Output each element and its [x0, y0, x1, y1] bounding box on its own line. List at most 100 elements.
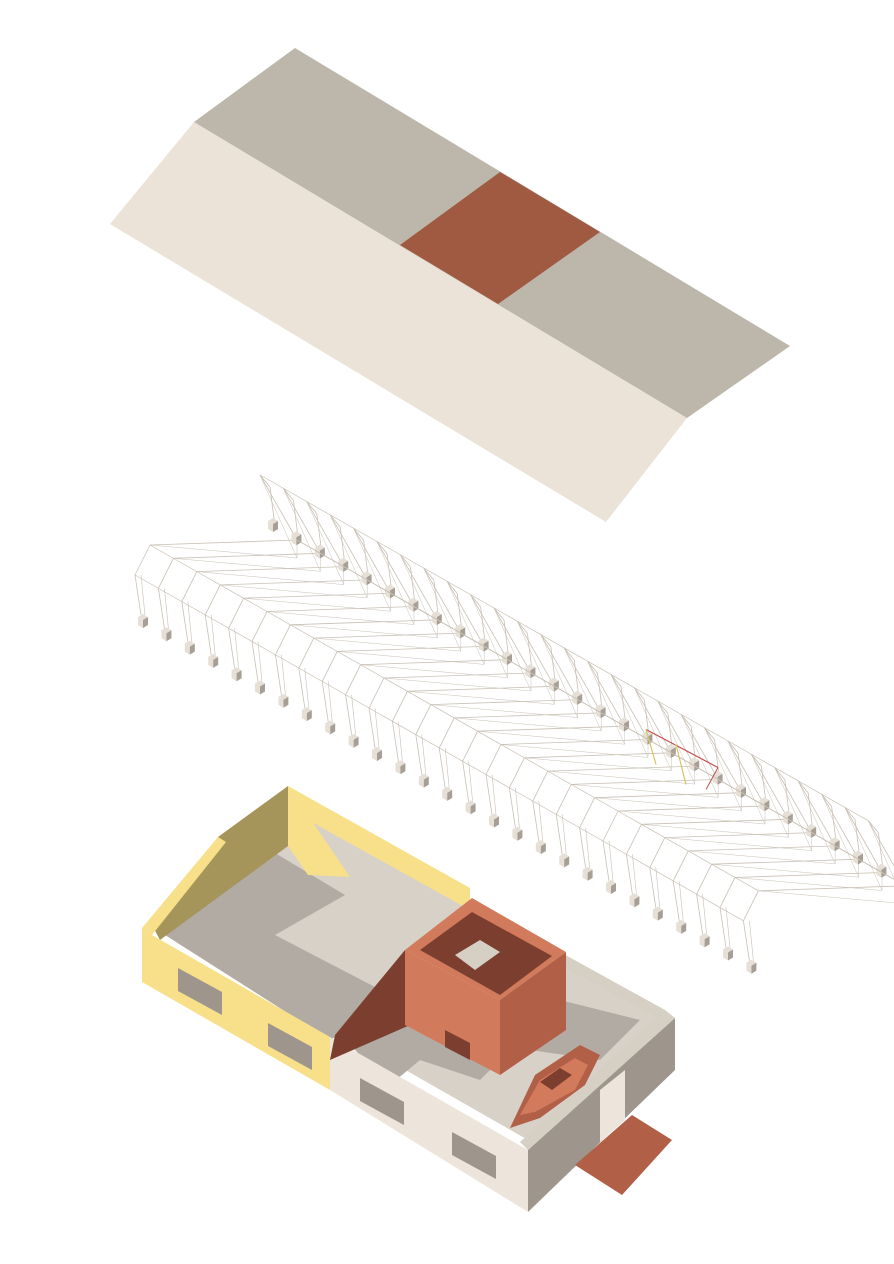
- truss-web: [306, 501, 345, 585]
- window-white-2: [452, 1132, 496, 1179]
- truss-back-column: [831, 806, 836, 839]
- front-footing-side: [138, 617, 143, 628]
- truss-back-column: [854, 819, 860, 852]
- truss-web: [407, 691, 555, 705]
- back-footing-shade: [390, 587, 395, 599]
- truss-front-rafter: [524, 752, 672, 759]
- truss-front-knee: [532, 770, 549, 802]
- truss-back-knee: [329, 514, 341, 528]
- white-wall-back: [560, 952, 665, 1022]
- truss-web: [196, 571, 344, 585]
- truss-back-column: [620, 686, 626, 719]
- truss-front-rafter: [711, 858, 859, 865]
- truss-back-rafter: [587, 661, 625, 727]
- truss-front-knee: [509, 757, 525, 788]
- front-footing-side: [325, 723, 331, 735]
- back-footing-shade: [507, 654, 512, 665]
- front-footing-side: [231, 670, 237, 682]
- truss-web: [383, 677, 532, 692]
- front-footing-shade: [540, 843, 546, 855]
- truss-web: [774, 767, 813, 851]
- truss-front-rafter: [173, 552, 321, 559]
- truss-front-rafter: [571, 779, 719, 785]
- roof-layer: [110, 48, 790, 522]
- truss-front-knee: [392, 691, 408, 722]
- truss-front-column-web: [491, 774, 497, 815]
- front-footing-side: [582, 869, 588, 881]
- truss-back-knee: [587, 660, 598, 674]
- truss-front-column: [204, 614, 212, 655]
- truss-back-column: [269, 486, 275, 520]
- truss-web: [149, 544, 298, 559]
- truss-web: [290, 624, 438, 639]
- truss-back-rafter: [517, 621, 555, 687]
- truss-front-knee: [321, 651, 338, 682]
- truss-front-column-web: [468, 761, 473, 802]
- truss-back-column: [480, 606, 485, 639]
- truss-front-rafter: [664, 832, 812, 838]
- truss-back-knee: [704, 727, 715, 740]
- end-wall-door: [600, 1070, 625, 1142]
- truss-front-column: [696, 894, 703, 935]
- truss-ridge-beam: [296, 539, 894, 880]
- truss-back-knee: [751, 754, 762, 767]
- front-footing-side: [535, 843, 541, 855]
- truss-back-knee: [400, 554, 411, 568]
- truss-back-column: [503, 619, 509, 653]
- back-footing-side: [268, 521, 273, 532]
- truss-back-column: [527, 633, 532, 666]
- truss-back-rafter: [329, 514, 368, 581]
- truss-front-knee: [649, 837, 666, 868]
- truss-front-eave: [134, 574, 744, 922]
- truss-back-knee: [540, 634, 552, 647]
- front-footing-side: [512, 829, 518, 841]
- truss-web: [617, 810, 766, 825]
- truss-back-purlin: [259, 474, 869, 822]
- truss-back-knee: [259, 474, 271, 488]
- truss-front-column: [743, 920, 750, 961]
- truss-front-rafter: [641, 818, 789, 825]
- highlighted-bay-post: [675, 744, 687, 785]
- front-footing-shade: [751, 962, 757, 974]
- front-footing-shade: [213, 656, 219, 668]
- front-footing-shade: [681, 922, 687, 934]
- front-footing-side: [208, 656, 214, 668]
- front-footing-side: [629, 896, 635, 908]
- truss-web: [337, 651, 485, 665]
- yellow-wall-side-face: [142, 837, 226, 935]
- truss-back-rafter: [657, 700, 696, 767]
- truss-back-knee: [657, 700, 669, 714]
- truss-front-column-web: [281, 654, 286, 695]
- truss-back-column: [410, 566, 415, 599]
- truss-web: [400, 554, 438, 638]
- truss-web: [727, 740, 766, 825]
- truss-web: [500, 744, 649, 758]
- front-footing-shade: [306, 710, 312, 722]
- truss-web: [610, 674, 649, 758]
- back-footing-shade: [366, 574, 372, 586]
- front-footing-shade: [330, 723, 336, 735]
- truss-front-column-web: [257, 641, 263, 682]
- front-footing-side: [418, 776, 424, 788]
- truss-back-knee: [423, 567, 435, 581]
- truss-front-column: [485, 774, 493, 815]
- truss-front-knee: [672, 850, 689, 882]
- back-footing-shade: [600, 707, 606, 719]
- truss-web: [454, 717, 602, 732]
- truss-front-rafter: [313, 632, 461, 639]
- front-footing-shade: [283, 696, 289, 708]
- back-footing-shade: [624, 720, 629, 732]
- truss-front-column-web: [725, 907, 731, 948]
- window-yellow-2: [268, 1023, 312, 1070]
- truss-back-column: [807, 792, 813, 825]
- truss-front-rafter: [290, 619, 438, 626]
- front-footing-shade: [236, 670, 242, 682]
- truss-back-knee: [727, 740, 739, 754]
- truss-web: [547, 770, 695, 785]
- truss-back-column: [690, 726, 696, 759]
- back-footing-side: [291, 534, 297, 546]
- truss-front-knee: [158, 558, 174, 589]
- truss-web: [376, 541, 415, 625]
- back-footing-shade: [741, 787, 746, 798]
- truss-front-column-web: [140, 574, 146, 616]
